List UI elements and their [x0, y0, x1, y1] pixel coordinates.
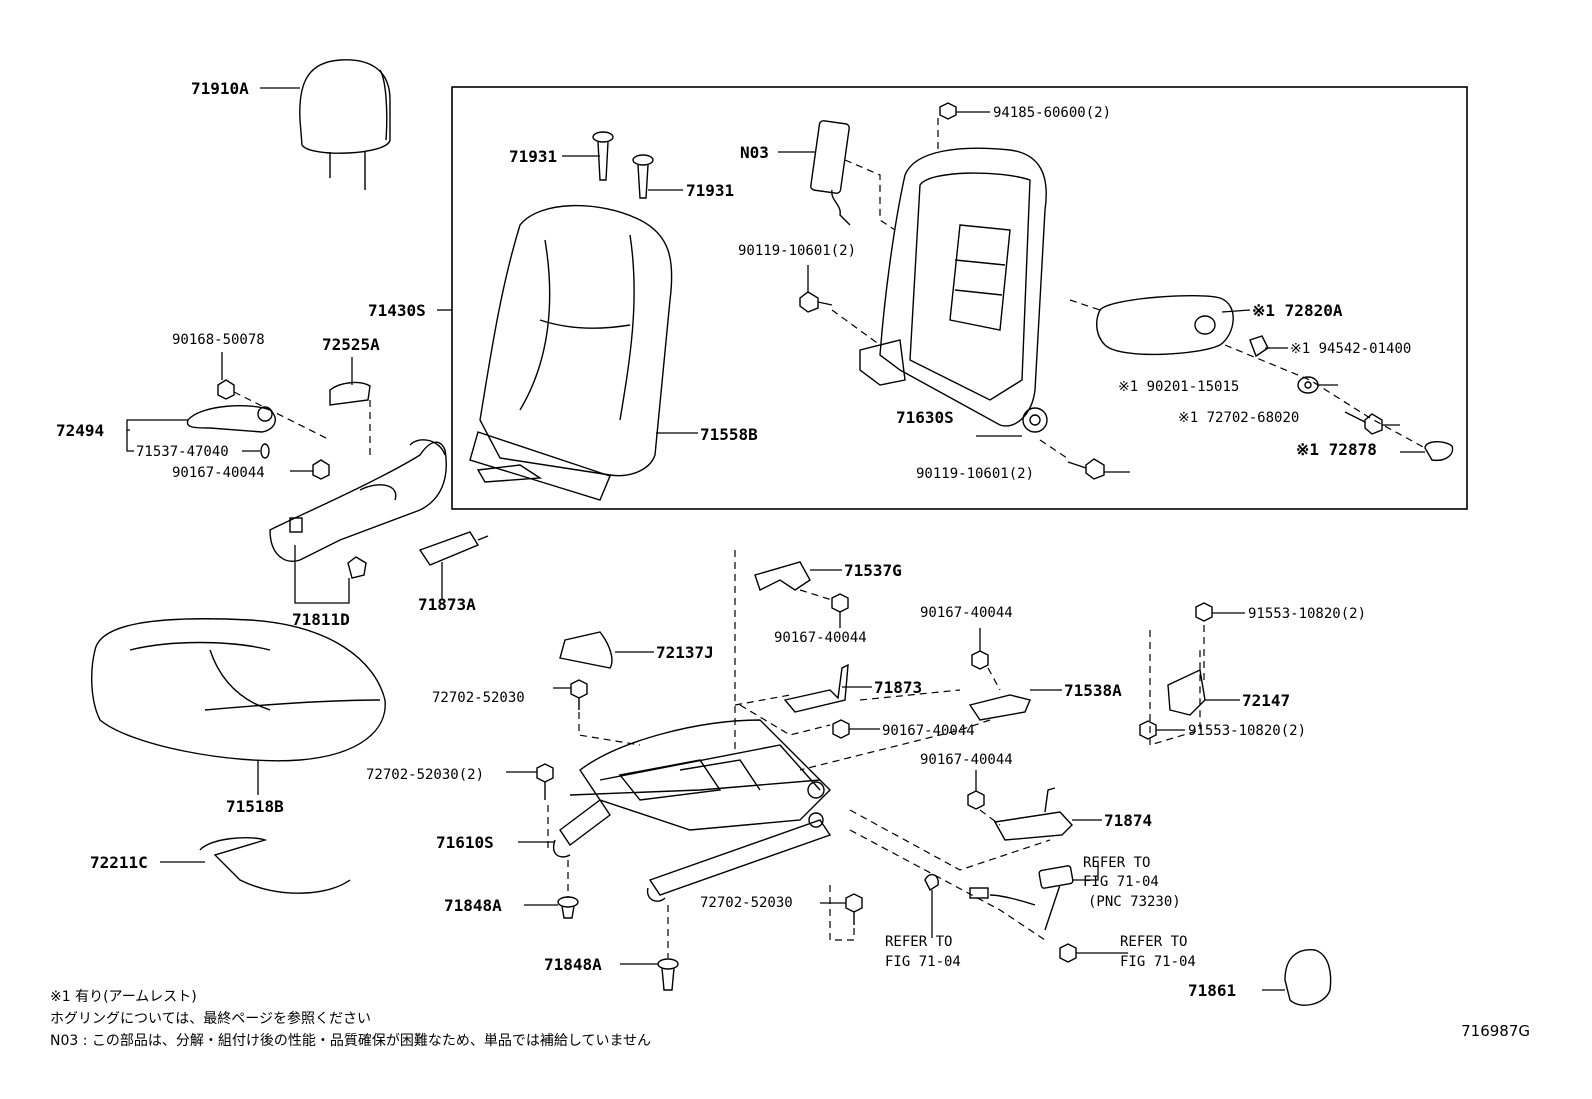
side-cover-part — [269, 439, 447, 562]
footnote-hog-ring: ホグリングについては、最終ページを参照ください — [50, 1011, 372, 1027]
part-label-90167-40044: 90167-40044 — [920, 752, 1013, 768]
bracket-part — [968, 694, 1031, 721]
part-label-71848A: 71848A — [544, 955, 602, 974]
part-label-71873A: 71873A — [418, 595, 476, 614]
part-label-72525A: 72525A — [322, 335, 380, 354]
part-label-71518B: 71518B — [226, 797, 284, 816]
part-label-90167-40044: 90167-40044 — [172, 465, 265, 481]
part-label-71931: 71931 — [509, 147, 557, 166]
bracket-part — [1167, 668, 1206, 716]
part-label-94542-01400: ※1 94542-01400 — [1290, 341, 1411, 357]
bracket-part — [754, 561, 811, 591]
seatback-frame-part — [859, 147, 1048, 433]
recliner-cover-part — [186, 405, 276, 433]
wire-part — [199, 837, 351, 894]
part-label-71630S: 71630S — [896, 408, 954, 427]
headrest-part — [299, 59, 391, 190]
bracket-part — [993, 811, 1073, 841]
part-label-71861: 71861 — [1188, 981, 1236, 1000]
refer-label: (PNC 73230) — [1088, 894, 1181, 910]
part-label-71558B: 71558B — [700, 425, 758, 444]
refer-label: REFER TO — [1120, 934, 1187, 950]
part-label-N03: N03 — [740, 143, 769, 162]
part-label-71537G: 71537G — [844, 561, 902, 580]
part-label-72702-52030: 72702-52030 — [700, 895, 793, 911]
part-label-72878: ※1 72878 — [1296, 440, 1377, 459]
seat-track-cover-part — [559, 631, 613, 669]
refer-label: FIG 71-04 — [1120, 954, 1196, 970]
part-label-71610S: 71610S — [436, 833, 494, 852]
part-label-71848A: 71848A — [444, 896, 502, 915]
seatback-assembly-frame — [451, 86, 1468, 510]
part-label-71931: 71931 — [686, 181, 734, 200]
part-label-90201-15015: ※1 90201-15015 — [1118, 379, 1239, 395]
part-label-72702-68020: ※1 72702-68020 — [1178, 410, 1299, 426]
pin-part — [557, 896, 679, 991]
armrest-part — [1096, 294, 1454, 462]
refer-label: REFER TO — [1083, 855, 1150, 871]
refer-label: FIG 71-04 — [1083, 874, 1159, 890]
part-label-71538A: 71538A — [1064, 681, 1122, 700]
part-label-91553-10820: 91553-10820(2) — [1248, 606, 1366, 622]
footnote-armrest: ※1 有り(アームレスト) — [50, 989, 197, 1005]
footnote-n03: N03 : この部品は、分解・組付け後の性能・品質確保が困難なため、単品では補給… — [50, 1033, 652, 1049]
part-label-90167-40044: 90167-40044 — [882, 723, 975, 739]
part-label-72494: 72494 — [56, 421, 104, 440]
part-label-90167-40044: 90167-40044 — [920, 605, 1013, 621]
seat-cushion-part — [91, 618, 386, 762]
part-label-72147: 72147 — [1242, 691, 1290, 710]
part-label-90167-40044: 90167-40044 — [774, 630, 867, 646]
refer-label: REFER TO — [885, 934, 952, 950]
seatback-cover-part — [469, 204, 673, 501]
part-label-94185-60600: 94185-60600(2) — [993, 105, 1111, 121]
bracket-part — [418, 531, 489, 566]
part-label-71430S: 71430S — [368, 301, 426, 320]
part-label-71910A: 71910A — [191, 79, 249, 98]
part-label-72702-52030: 72702-52030(2) — [366, 767, 484, 783]
part-label-90119-10601: 90119-10601(2) — [916, 466, 1034, 482]
clip-part — [592, 131, 654, 199]
part-label-91553-10820: 91553-10820(2) — [1188, 723, 1306, 739]
seat-track-part — [553, 719, 832, 902]
airbag-module-part — [810, 120, 851, 226]
bracket-part — [783, 663, 849, 713]
part-label-71874: 71874 — [1104, 811, 1152, 830]
part-label-71811D: 71811D — [292, 610, 350, 629]
diagram-code: 716987G — [1461, 1022, 1530, 1040]
part-label-71537-47040: 71537-47040 — [136, 444, 229, 460]
screw-part — [217, 379, 371, 579]
knob-part — [1284, 948, 1332, 1006]
part-label-90119-10601: 90119-10601(2) — [738, 243, 856, 259]
part-label-72137J: 72137J — [656, 643, 714, 662]
part-label-90168-50078: 90168-50078 — [172, 332, 265, 348]
part-label-72702-52030: 72702-52030 — [432, 690, 525, 706]
part-label-72211C: 72211C — [90, 853, 148, 872]
part-label-72820A: ※1 72820A — [1252, 301, 1343, 320]
seat-belt-buckle-part — [924, 865, 1077, 963]
bolt-part — [536, 679, 863, 925]
refer-label: FIG 71-04 — [885, 954, 961, 970]
part-label-71873: 71873 — [874, 678, 922, 697]
